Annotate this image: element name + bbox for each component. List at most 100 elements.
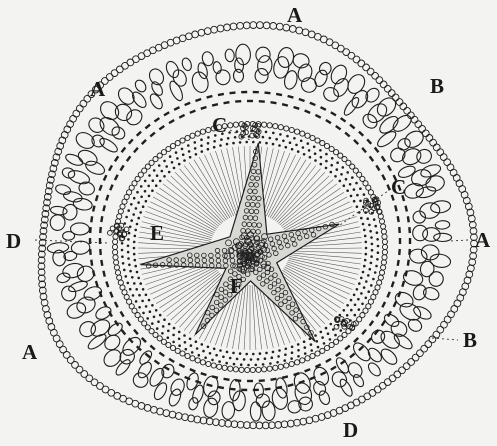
stele-dot <box>304 346 307 349</box>
stele-dot <box>127 209 130 212</box>
stele-dot <box>366 217 369 220</box>
stele-dot <box>259 352 262 355</box>
stele-dot <box>317 346 320 349</box>
stele-dot <box>359 200 362 203</box>
stele-dot <box>129 270 132 273</box>
stele-dot <box>161 170 164 173</box>
endodermis-dash <box>247 100 253 102</box>
stele-dot <box>372 278 375 281</box>
stele-dot <box>172 334 175 337</box>
stele-dot <box>196 347 199 350</box>
stele-dot <box>283 359 286 362</box>
stele-dot <box>218 360 221 363</box>
stele-dot <box>360 217 363 220</box>
stele-dot <box>133 282 136 285</box>
stele-dot <box>202 350 205 353</box>
stele-dot <box>194 141 197 144</box>
label-b-lower-right: B <box>463 328 477 352</box>
stele-dot <box>142 288 145 291</box>
stele-dot <box>141 300 144 303</box>
stele-dot <box>320 163 323 166</box>
stele-dot <box>374 271 377 274</box>
stele-dot <box>293 137 296 140</box>
stele-dot <box>349 183 352 186</box>
stele-dot <box>201 150 204 153</box>
stele-dot <box>151 189 154 192</box>
stele-dot <box>285 348 288 351</box>
stele-dot <box>302 146 305 149</box>
stele-dot <box>339 314 342 317</box>
stele-dot <box>332 328 335 331</box>
stele-dot <box>219 349 222 352</box>
stele-dot <box>369 230 372 233</box>
stele-dot <box>209 352 212 355</box>
stele-dot <box>129 226 132 229</box>
stele-dot <box>146 317 149 320</box>
stele-dot <box>262 363 265 366</box>
stele-dot <box>363 229 366 232</box>
label-d-bottom: D <box>343 418 358 442</box>
stele-dot <box>151 322 154 325</box>
endodermis-dash <box>409 238 411 244</box>
stele-dot <box>132 213 135 216</box>
stele-dot <box>320 331 323 334</box>
stele-dot <box>259 141 262 144</box>
stele-dot <box>377 251 380 254</box>
stele-dot <box>178 163 181 166</box>
stele-dot <box>191 351 194 354</box>
stele-dot <box>272 132 275 135</box>
stele-dot <box>163 318 166 321</box>
label-f-center: F <box>230 274 243 298</box>
stele-dot <box>188 150 191 153</box>
stele-dot <box>207 136 210 139</box>
stele-dot <box>137 217 140 220</box>
label-c-right: C <box>391 175 406 199</box>
label-a-lower-left: A <box>22 340 38 364</box>
stele-dot <box>353 188 356 191</box>
stele-dot <box>163 175 166 178</box>
stele-dot <box>330 171 333 174</box>
stele-dot <box>128 232 131 235</box>
stele-dot <box>373 218 376 221</box>
stele-dot <box>297 355 300 358</box>
stele-dot <box>228 131 231 134</box>
stele-dot <box>314 152 317 155</box>
stele-dot <box>232 142 235 145</box>
endodermis-dash <box>259 379 265 382</box>
stele-dot <box>375 265 378 268</box>
stele-dot <box>340 173 343 176</box>
endodermis-dash <box>408 227 411 233</box>
stele-dot <box>136 271 139 274</box>
stele-dot <box>129 288 132 291</box>
stele-dot <box>257 358 260 361</box>
stele-dot <box>374 225 377 228</box>
stele-dot <box>213 146 216 149</box>
stele-dot <box>168 171 171 174</box>
stele-dot <box>123 269 126 272</box>
stele-dot <box>325 153 328 156</box>
stele-dot <box>162 325 165 328</box>
stele-dot <box>168 323 171 326</box>
stele-dot <box>360 277 363 280</box>
stele-dot <box>243 358 246 361</box>
stele-dot <box>356 194 359 197</box>
stele-dot <box>358 282 361 285</box>
label-a-upper-left: A <box>90 77 106 101</box>
stele-dot <box>130 219 133 222</box>
stele-dot <box>358 308 361 311</box>
stele-dot <box>307 142 310 145</box>
stele-dot <box>365 247 368 250</box>
stele-dot <box>187 144 190 147</box>
stele-dot <box>291 346 294 349</box>
stele-dot <box>313 146 316 149</box>
stele-dot <box>138 306 141 309</box>
stele-dot <box>127 245 130 248</box>
label-d-left: D <box>6 229 21 253</box>
stele-dot <box>147 185 150 188</box>
stele-dot <box>309 156 312 159</box>
stele-dot <box>135 288 138 291</box>
stele-dot <box>204 356 207 359</box>
stele-dot <box>219 144 222 147</box>
stele-dot <box>158 164 161 167</box>
stele-dot <box>207 142 210 145</box>
